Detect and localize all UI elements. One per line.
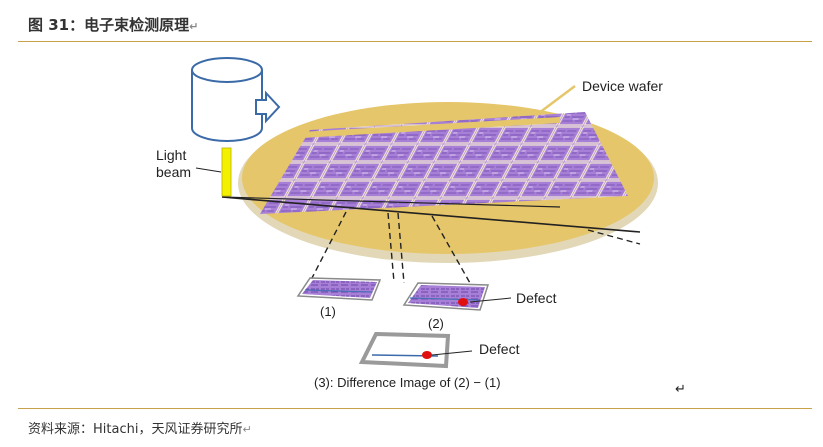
source-text: 资料来源：Hitachi，天风证券研究所 [28, 422, 243, 437]
defect-2-pointer [469, 297, 512, 303]
image-1-trace [304, 289, 373, 293]
return-mark-icon: ↵ [242, 423, 252, 436]
device-wafer [238, 102, 658, 263]
defect-2-label: Defect [516, 290, 557, 306]
projection-line-2a [397, 212, 405, 284]
defect-marker-2 [458, 298, 468, 306]
image-1-label: (1) [320, 304, 336, 319]
difference-image-tile [358, 331, 451, 369]
scan-line-1 [221, 196, 641, 233]
source-cylinder-top [191, 57, 263, 83]
light-beam-column [221, 147, 232, 197]
return-mark-icon: ↵ [675, 381, 686, 396]
light-beam-label-line2: beam [156, 164, 191, 180]
scan-lines [221, 196, 641, 284]
defect-marker-3 [422, 351, 432, 359]
light-beam-pointer [195, 167, 222, 173]
image-1-pattern [302, 280, 377, 298]
image-2-label: (2) [428, 316, 444, 331]
wafer-die-grid [260, 112, 628, 214]
source-arrow-icon [255, 90, 281, 124]
light-beam-label-line1: Light [156, 147, 186, 163]
projection-line-1b [387, 212, 395, 283]
scan-line-2 [221, 196, 561, 208]
scan-dashed-extension [587, 229, 641, 245]
figure-title-text: 图 31：电子束检测原理 [28, 16, 190, 34]
projection-line-2b [431, 215, 471, 284]
wafer-rim-top-band [299, 117, 561, 138]
source-note: 资料来源：Hitachi，天风证券研究所↵ [28, 418, 252, 437]
image-1-tile [296, 277, 382, 301]
top-divider [18, 41, 812, 42]
defect-3-pointer [431, 350, 473, 356]
device-wafer-pointer [534, 85, 576, 117]
difference-image-caption: (3): Difference Image of (2) − (1) [314, 375, 501, 390]
source-cylinder-body [191, 70, 263, 142]
image-2-tile [402, 282, 490, 311]
image-2-trace [409, 297, 481, 301]
device-wafer-label: Device wafer [582, 78, 663, 94]
electron-source-icon [191, 57, 281, 142]
bottom-divider [18, 408, 812, 409]
difference-image-frame [358, 331, 451, 369]
figure-title: 图 31：电子束检测原理↵ [28, 14, 198, 35]
return-mark-icon: ↵ [189, 20, 199, 33]
defect-3-label: Defect [479, 341, 520, 357]
projection-line-1a [311, 211, 347, 279]
